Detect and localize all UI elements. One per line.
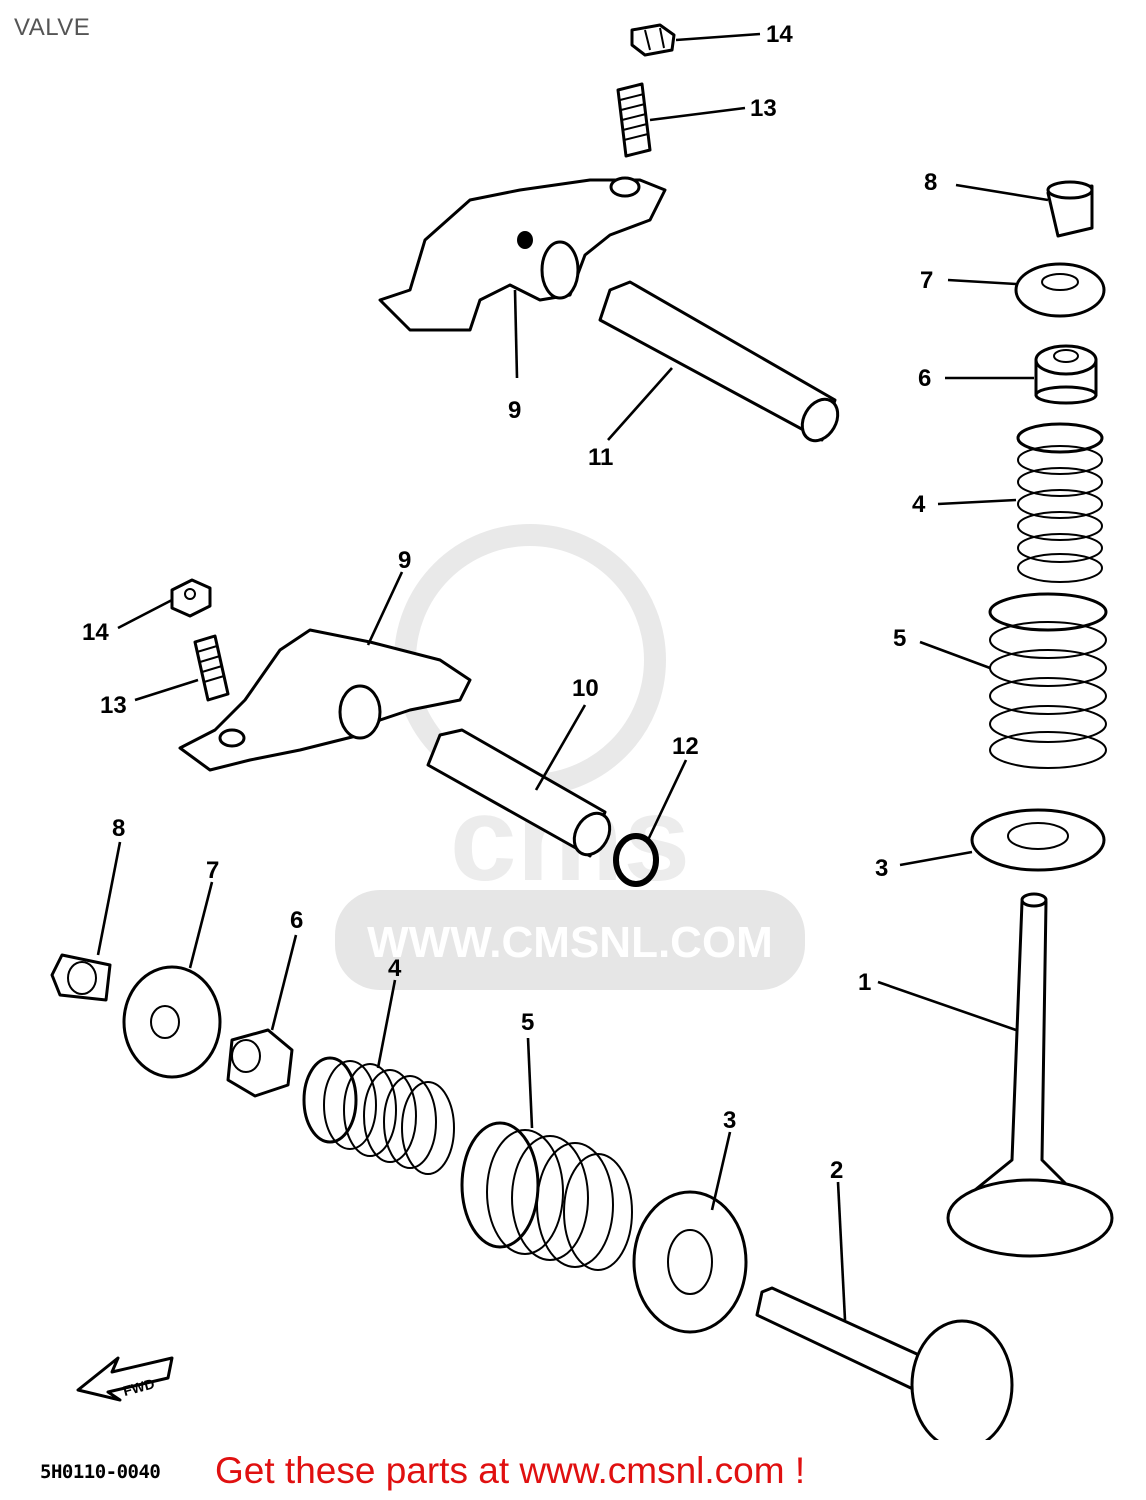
part-4-inner-spring-left [302,1056,455,1175]
exploded-parts-diagram: WWW.CMSNL.COM cms [50,21,1114,1440]
part-9-rocker-arm-left [178,628,472,772]
part-12-o-ring [613,833,659,887]
part-8-collet-left [50,953,112,1002]
part-3-spring-seat-left [632,1190,748,1334]
part-2-valve-left [755,1286,1014,1440]
callout-5-right: 5 [893,625,906,652]
page-title: VALVE [14,14,91,41]
part-11-rocker-shaft-top [598,280,840,443]
callout-13-left: 13 [100,692,127,719]
part-13-adjusting-screw-top [616,82,652,158]
part-14-nut-left [170,578,212,618]
callout-14-top: 14 [766,21,793,48]
callout-14-left: 14 [82,619,109,646]
callout-2: 2 [830,1157,843,1184]
callout-8-left: 8 [112,815,125,842]
callout-5-left: 5 [521,1009,534,1036]
callout-7-left: 7 [206,857,219,884]
callout-4-left: 4 [388,955,402,982]
callout-9-left: 9 [398,547,411,574]
callout-12: 12 [672,733,699,760]
part-4-inner-spring-right [1016,422,1104,583]
part-7-retainer-left [122,965,222,1079]
part-5-outer-spring-right [988,592,1108,769]
callout-9-top: 9 [508,397,521,424]
shop-link[interactable]: Get these parts at www.cmsnl.com ! [215,1450,806,1491]
diagram-code: 5H0110-0040 [40,1461,161,1483]
part-14-nut-top [630,23,676,57]
callout-1: 1 [858,969,871,996]
cms-watermark: WWW.CMSNL.COM cms [335,524,805,990]
callout-4-right: 4 [912,491,926,518]
part-1-valve-right [946,892,1114,1258]
part-6-seal-left [226,1028,294,1098]
part-9-rocker-arm-top [378,176,667,332]
callout-3-left: 3 [723,1107,736,1134]
fwd-arrow-text: FWD [121,1375,156,1399]
part-3-spring-seat-right [970,808,1106,872]
callout-6-left: 6 [290,907,303,934]
callout-10: 10 [572,675,599,702]
part-7-retainer-top [1014,262,1106,318]
callout-7-right: 7 [920,267,933,294]
part-5-outer-spring-left [460,1121,633,1271]
leader-lines [96,32,1049,1321]
part-8-collet-top [1046,180,1094,238]
part-10-rocker-shaft-left [426,728,612,858]
part-6-seal-top [1034,344,1098,405]
part-13-adjusting-screw-left [193,634,230,702]
callout-3-right: 3 [875,855,888,882]
callout-11: 11 [588,444,613,471]
callout-13-top: 13 [750,95,777,122]
fwd-arrow: FWD [76,1356,174,1402]
watermark-text: WWW.CMSNL.COM [367,918,773,967]
callout-8-right: 8 [924,169,937,196]
callout-6-right: 6 [918,365,931,392]
